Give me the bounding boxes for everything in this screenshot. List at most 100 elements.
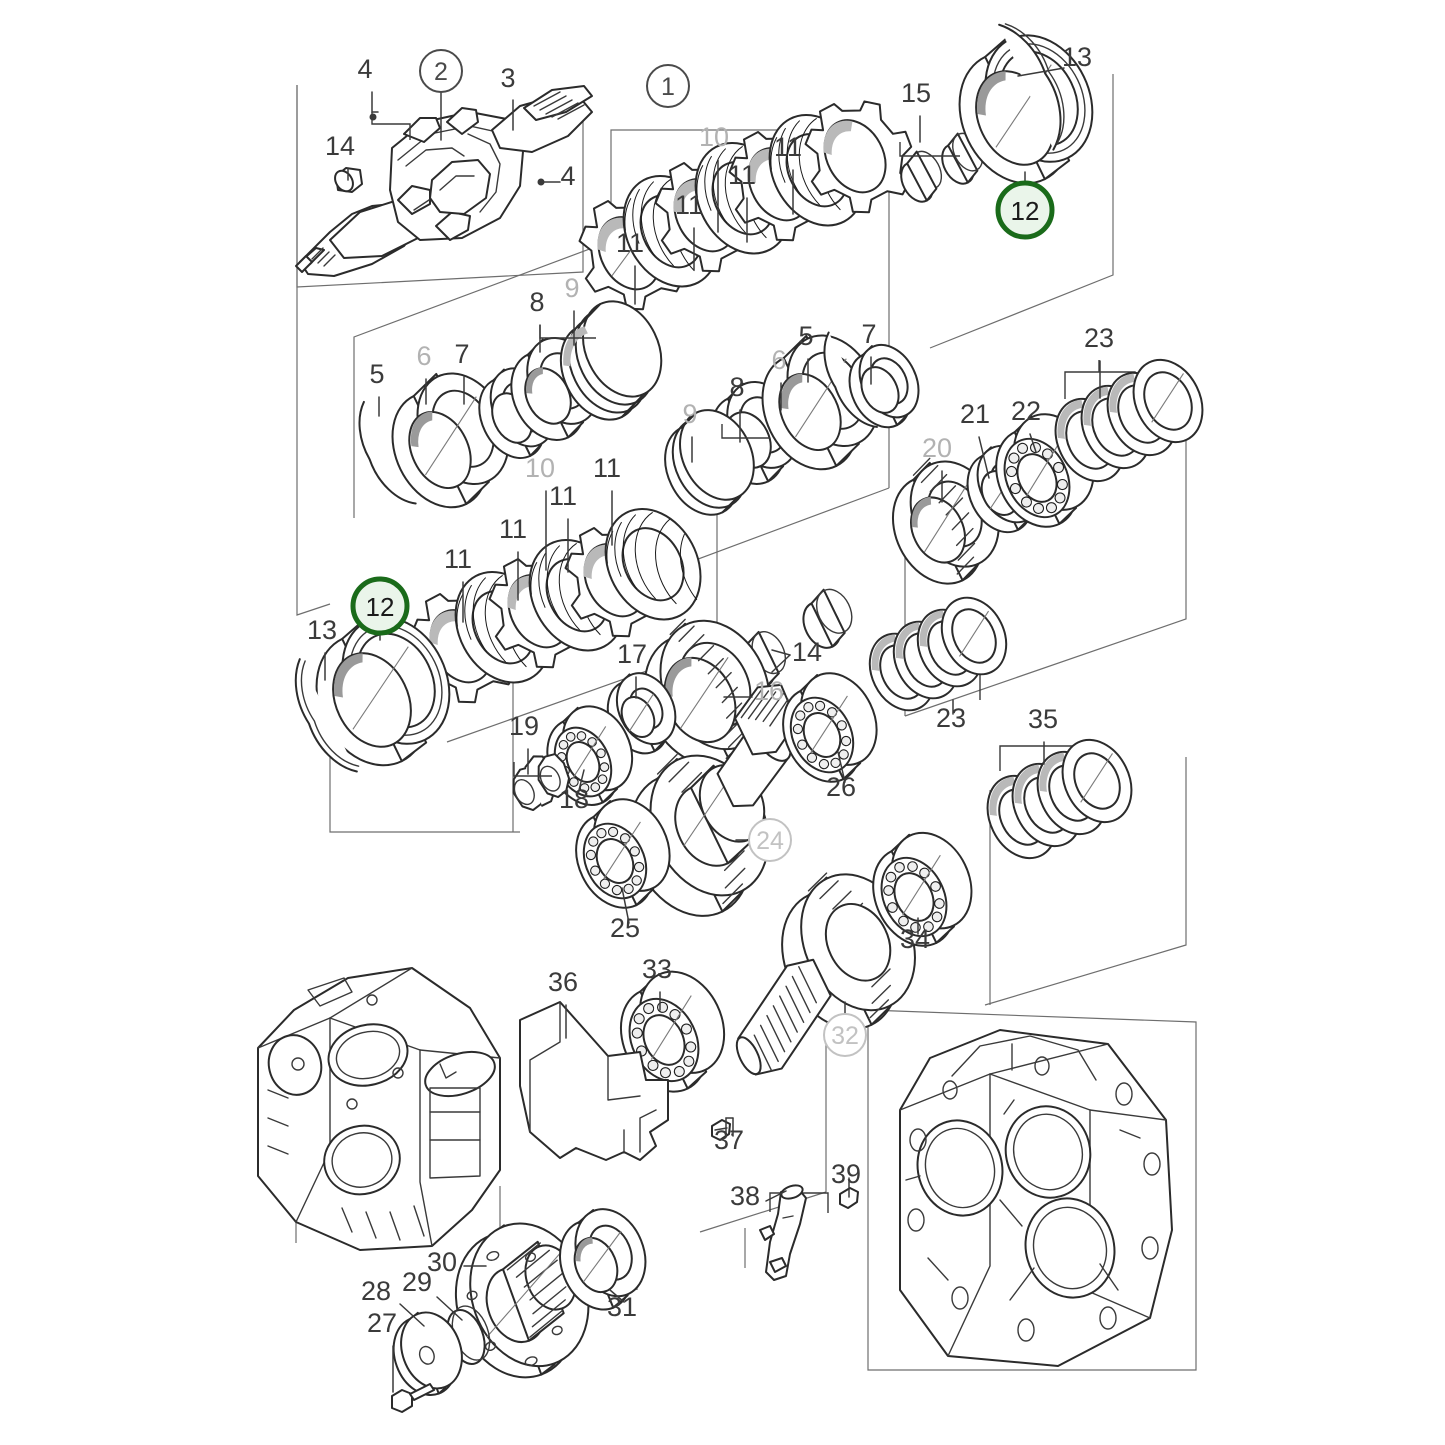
part-lock-nut-19	[512, 753, 571, 812]
part-label-26: 26	[826, 772, 856, 802]
part-label-35: 35	[1028, 704, 1058, 734]
part-oil-seal-31	[559, 1208, 647, 1311]
part-gearbox-housing	[257, 967, 501, 1251]
callout-circle-icon	[646, 64, 690, 108]
part-label-27: 27	[367, 1308, 397, 1338]
part-label-11: 11	[774, 132, 802, 162]
part-label-7: 7	[861, 319, 876, 349]
part-label-5: 5	[798, 321, 813, 351]
part-label-11: 11	[444, 544, 472, 574]
callout-32[interactable]: 32	[823, 1013, 867, 1057]
callout-circle-icon	[419, 49, 463, 93]
part-ball-bearing-26	[782, 672, 878, 783]
part-ball-bearing-34	[872, 831, 973, 947]
part-needle-bearing-14-top	[334, 167, 363, 193]
part-label-20: 20	[922, 433, 952, 463]
callout-number: 2	[434, 58, 448, 86]
part-label-7: 7	[454, 339, 469, 369]
callout-1[interactable]: 1	[646, 64, 690, 108]
part-label-9: 9	[682, 399, 697, 429]
callout-2[interactable]: 2	[419, 49, 463, 93]
part-washer-plate-28	[392, 1311, 463, 1396]
part-label-11: 11	[549, 481, 577, 511]
part-label-38: 38	[730, 1181, 760, 1211]
leader-lines	[324, 67, 1101, 1393]
part-label-29: 29	[402, 1267, 432, 1297]
part-label-28: 28	[361, 1276, 391, 1306]
part-label-30: 30	[427, 1247, 457, 1277]
part-shim-set-35	[986, 738, 1133, 860]
callout-circle-icon	[823, 1013, 867, 1057]
part-bell-housing	[899, 1029, 1173, 1367]
part-clutch-piston-group-right	[664, 331, 920, 516]
part-label-3: 3	[500, 63, 515, 93]
part-shim-set-23-lower	[868, 596, 1008, 712]
part-label-11: 11	[593, 453, 621, 483]
part-clutch-piston-group-left	[358, 300, 663, 509]
part-label-23: 23	[1084, 323, 1114, 353]
callout-number: 12	[1011, 196, 1040, 226]
part-label-34: 34	[900, 924, 930, 954]
part-label-14: 14	[325, 131, 355, 161]
part-label-14: 14	[792, 637, 822, 667]
part-label-33: 33	[642, 954, 672, 984]
part-needle-bearing-set-15	[900, 132, 984, 203]
part-label-39: 39	[831, 1159, 861, 1189]
part-label-36: 36	[548, 967, 578, 997]
part-clutch-pack-upper	[578, 100, 913, 311]
part-label-4: 4	[560, 161, 575, 191]
callout-number: 1	[661, 73, 675, 101]
part-label-17: 17	[617, 639, 647, 669]
callout-number: 24	[756, 827, 784, 855]
part-label-16: 16	[754, 676, 784, 706]
part-label-15: 15	[901, 78, 931, 108]
part-baffle-plate-36	[519, 1001, 669, 1161]
part-label-13: 13	[307, 615, 337, 645]
part-label-6: 6	[771, 345, 786, 375]
part-label-22: 22	[1011, 396, 1041, 426]
part-label-8: 8	[729, 372, 744, 402]
part-label-11: 11	[728, 160, 756, 190]
part-label-11: 11	[675, 190, 703, 220]
part-oil-tube-38	[759, 1184, 807, 1281]
part-label-5: 5	[369, 359, 384, 389]
callout-number: 12	[366, 592, 395, 622]
part-clutch-drum-12-upper	[958, 23, 1094, 185]
part-label-4: 4	[357, 54, 372, 84]
callout-number: 32	[831, 1022, 859, 1050]
callout-circle-icon	[995, 180, 1055, 240]
callout-24[interactable]: 24	[748, 818, 792, 862]
part-label-19: 19	[509, 711, 539, 741]
part-label-11: 11	[616, 228, 644, 258]
part-clutch-pack-lower	[410, 508, 702, 704]
part-plug-39	[839, 1187, 859, 1209]
part-label-10: 10	[699, 122, 729, 152]
part-shim-set-23-upper	[1054, 358, 1204, 483]
callout-circle-icon	[350, 576, 410, 636]
part-label-18: 18	[559, 784, 589, 814]
callout-circle-icon	[748, 818, 792, 862]
callout-highlighted-12[interactable]: 12	[995, 180, 1055, 240]
part-output-flange-30	[454, 1222, 590, 1379]
part-label-11: 11	[499, 514, 527, 544]
part-ball-bearing-22	[995, 413, 1095, 528]
part-bolt-27	[391, 1383, 435, 1413]
part-thrust-washer-17	[606, 672, 677, 755]
part-label-21: 21	[960, 399, 990, 429]
part-label-9: 9	[564, 273, 579, 303]
part-label-13: 13	[1062, 42, 1092, 72]
callout-highlighted-12[interactable]: 12	[350, 576, 410, 636]
part-label-31: 31	[607, 1292, 637, 1322]
part-label-8: 8	[529, 287, 544, 317]
part-gear-20	[891, 457, 1000, 585]
part-clutch-drum-12-lower	[294, 616, 451, 773]
part-label-6: 6	[416, 341, 431, 371]
part-label-37: 37	[714, 1125, 744, 1155]
part-ball-bearing-25	[575, 798, 671, 909]
part-label-10: 10	[525, 453, 555, 483]
part-shift-fork-housing	[295, 85, 593, 277]
